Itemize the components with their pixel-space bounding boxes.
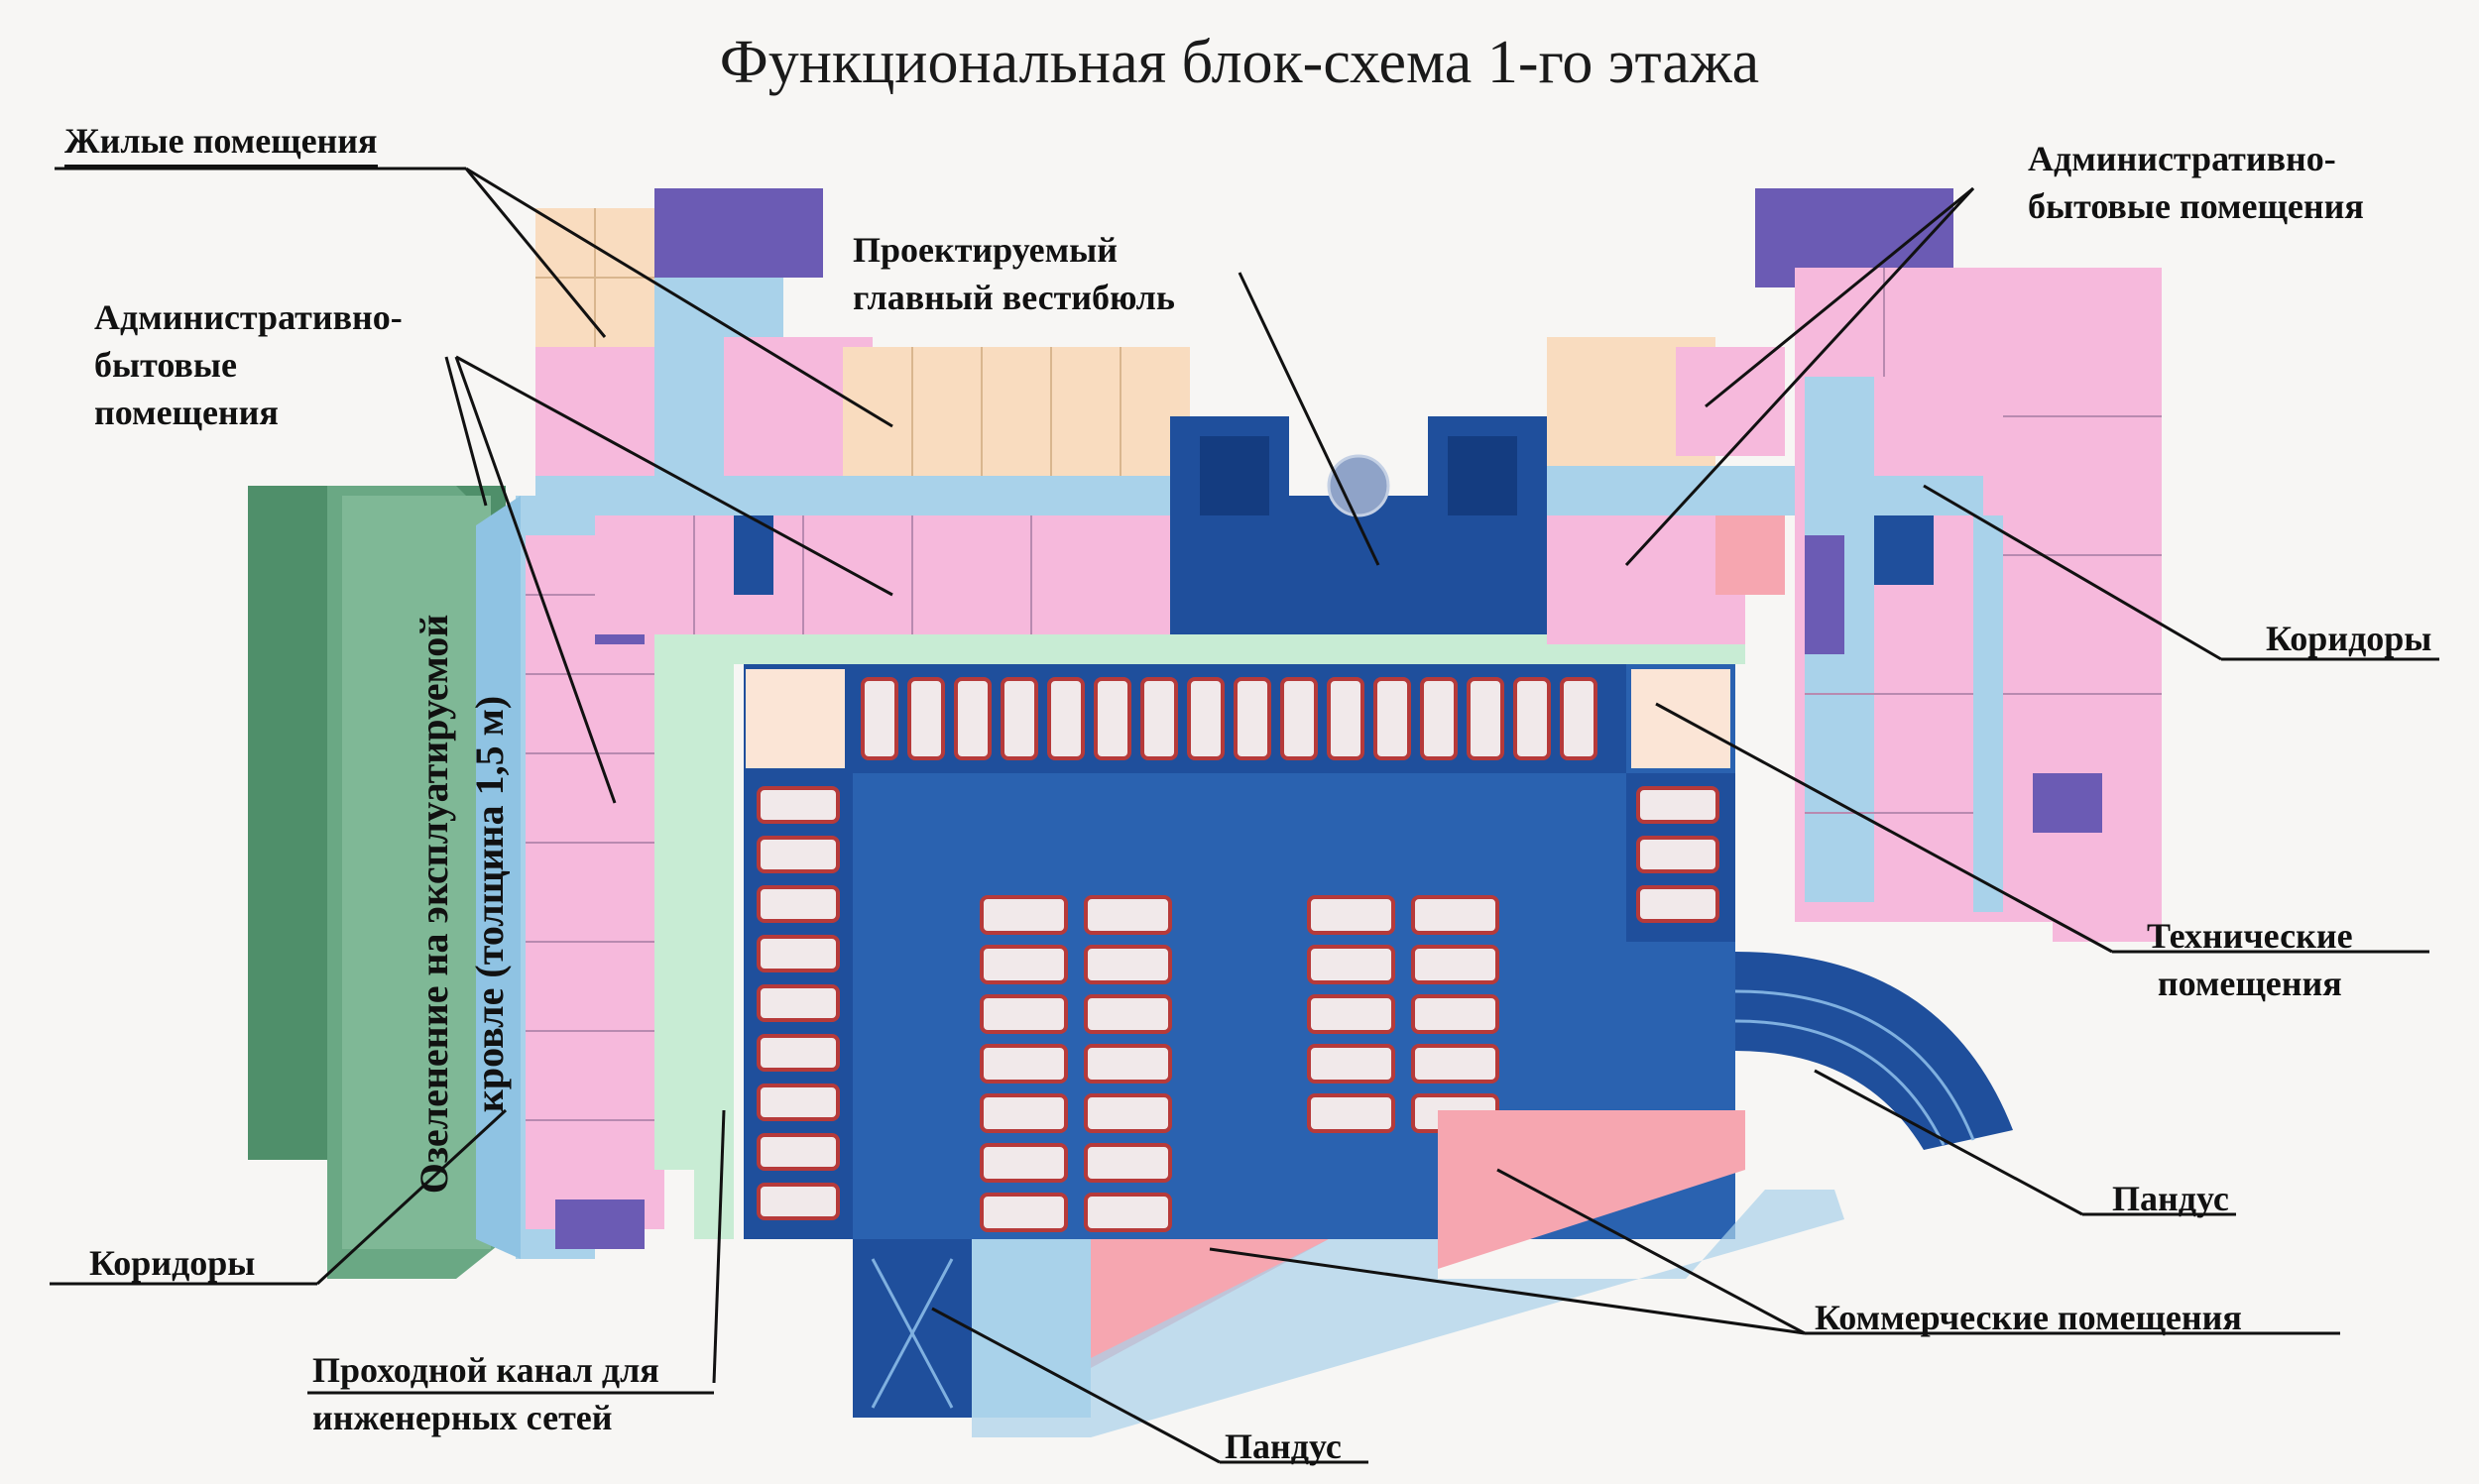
- parking-space: [757, 1183, 840, 1220]
- label-commercial: Коммерческие помещения: [1815, 1298, 2242, 1337]
- parking-space: [757, 935, 840, 972]
- parking-space: [1280, 677, 1318, 760]
- parking-space: [1411, 994, 1499, 1034]
- parking-space: [980, 994, 1068, 1034]
- green-roof-label: Озеленение на эксплуатируемой кровле (то…: [412, 614, 512, 1195]
- label-admin-left: Административно- бытовые помещения: [94, 297, 403, 432]
- label-residential: Жилые помещения: [64, 117, 378, 168]
- ramp-bottom: [853, 1239, 972, 1418]
- parking-space: [1084, 895, 1172, 935]
- parking-space: [907, 677, 945, 760]
- parking-space: [1411, 1044, 1499, 1084]
- parking-space: [1084, 1093, 1172, 1133]
- parking-space: [1636, 836, 1719, 873]
- parking-space: [1234, 677, 1271, 760]
- label-corridors-right: Коридоры: [2266, 619, 2432, 658]
- parking-space: [1084, 1044, 1172, 1084]
- parking-space: [757, 1133, 840, 1171]
- parking-space: [980, 1093, 1068, 1133]
- parking-space: [954, 677, 992, 760]
- parking-space: [1094, 677, 1131, 760]
- parking-space: [1307, 1093, 1395, 1133]
- parking-space: [1047, 677, 1085, 760]
- parking-space: [980, 1193, 1068, 1232]
- engineering-channel: [654, 644, 734, 1239]
- parking-space: [1513, 677, 1551, 760]
- parking-space: [1140, 677, 1178, 760]
- parking-space: [980, 945, 1068, 984]
- parking-space: [980, 1143, 1068, 1183]
- parking-space: [1636, 885, 1719, 923]
- label-technical: Технические помещения: [2147, 916, 2353, 1003]
- parking-space: [980, 895, 1068, 935]
- parking-space: [1560, 677, 1597, 760]
- leader-lines: [50, 167, 2439, 1464]
- ramp-right: [1735, 952, 2013, 1150]
- label-lobby: Проектируемый главный вестибюль: [853, 230, 1175, 317]
- parking-space: [1307, 1044, 1395, 1084]
- parking-space: [980, 1044, 1068, 1084]
- label-ramp-right: Пандус: [2112, 1179, 2229, 1218]
- parking-space: [1084, 1143, 1172, 1183]
- parking-space: [1307, 945, 1395, 984]
- parking-space: [1467, 677, 1504, 760]
- parking-space: [1420, 677, 1458, 760]
- parking-space: [1636, 786, 1719, 824]
- label-channel: Проходной канал для инженерных сетей: [312, 1350, 659, 1437]
- parking-space: [757, 1034, 840, 1072]
- parking-space: [1373, 677, 1411, 760]
- parking-space: [861, 677, 898, 760]
- parking-space: [1411, 895, 1499, 935]
- commercial-right: [1438, 1110, 1745, 1269]
- parking-space: [1307, 994, 1395, 1034]
- parking-space: [1084, 1193, 1172, 1232]
- parking-space: [757, 1084, 840, 1121]
- parking-space: [757, 786, 840, 824]
- parking-space: [1307, 895, 1395, 935]
- label-admin-right: Административно- бытовые помещения: [2028, 139, 2364, 226]
- parking-space: [1084, 994, 1172, 1034]
- parking-space: [1411, 945, 1499, 984]
- parking-space: [1187, 677, 1225, 760]
- diagram-title: Функциональная блок-схема 1-го этажа: [719, 29, 1760, 96]
- parking-space: [1084, 945, 1172, 984]
- lobby-dome: [1327, 454, 1390, 517]
- label-corridors-left: Коридоры: [89, 1243, 256, 1283]
- parking-space: [757, 984, 840, 1022]
- parking-spaces: [757, 677, 1719, 1282]
- parking-space: [1001, 677, 1038, 760]
- parking-space: [757, 836, 840, 873]
- parking-space: [1327, 677, 1364, 760]
- parking-space: [757, 885, 840, 923]
- label-ramp-bottom: Пандус: [1225, 1427, 1342, 1466]
- technical-room-left: [746, 669, 845, 768]
